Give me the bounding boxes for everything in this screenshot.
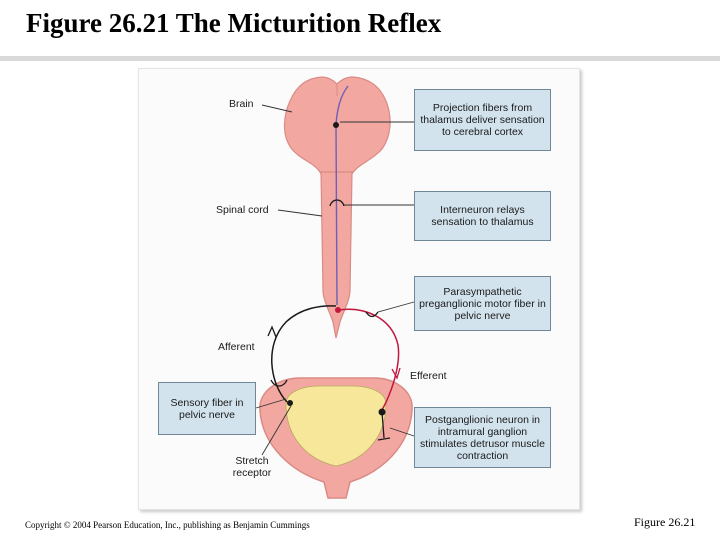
- afferent-label: Afferent: [218, 341, 255, 353]
- afferent-arrow: [267, 325, 277, 338]
- afferent-pathway: [271, 305, 337, 403]
- efferent-pathway: [337, 308, 400, 411]
- spinal-cord-leader: [277, 209, 323, 217]
- stretch-receptor-label: Stretch receptor: [232, 455, 272, 479]
- efferent-origin: [335, 307, 341, 313]
- brain-leader: [261, 104, 293, 113]
- projection-fibers-text: Projection fibers from thalamus deliver …: [420, 102, 545, 138]
- thalamus-synapse: [333, 122, 339, 128]
- parasympathetic-box: Parasympathetic preganglionic motor fibe…: [414, 276, 551, 331]
- copyright-notice: Copyright © 2004 Pearson Education, Inc.…: [25, 520, 310, 530]
- efferent-label: Efferent: [410, 370, 447, 382]
- page-title: Figure 26.21 The Micturition Reflex: [26, 8, 442, 38]
- bladder-urine: [285, 385, 387, 467]
- stretch-receptor-ending: [287, 400, 293, 406]
- stretch-receptor-leader: [261, 405, 292, 456]
- interneuron-text: Interneuron relays sensation to thalamus: [431, 204, 534, 228]
- spinal-cord-label: Spinal cord: [216, 204, 269, 216]
- postganglionic-leader: [389, 427, 415, 437]
- interneuron-synapse: [329, 199, 345, 207]
- postganglionic-fiber: [377, 411, 391, 441]
- brain-label: Brain: [229, 98, 254, 110]
- postganglionic-box: Postganglionic neuron in intramural gang…: [414, 407, 551, 468]
- parasympathetic-text: Parasympathetic preganglionic motor fibe…: [419, 285, 546, 322]
- sensory-leader: [255, 398, 287, 409]
- postganglionic-text: Postganglionic neuron in intramural gang…: [420, 413, 545, 462]
- sensory-fiber-text: Sensory fiber in pelvic nerve: [170, 396, 244, 421]
- title-divider: [0, 56, 720, 61]
- efferent-arrow: [391, 367, 401, 380]
- sensory-fiber-box: Sensory fiber in pelvic nerve: [158, 382, 256, 435]
- preganglionic-synapse: [365, 311, 379, 318]
- sensory-ganglion: [270, 379, 288, 387]
- figure-number: Figure 26.21: [634, 515, 696, 529]
- parasympathetic-leader: [377, 301, 415, 313]
- projection-fibers-box: Projection fibers from thalamus deliver …: [414, 89, 551, 151]
- interneuron-box: Interneuron relays sensation to thalamus: [414, 191, 551, 241]
